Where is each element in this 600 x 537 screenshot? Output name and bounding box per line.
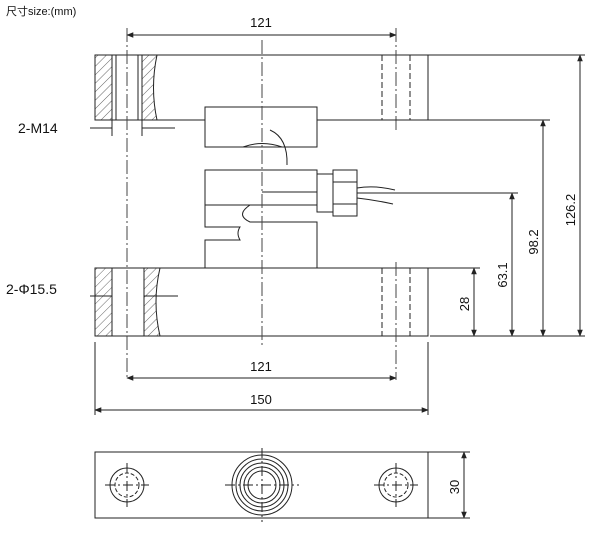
dim-label-28: 28 xyxy=(457,297,472,311)
centre-lines xyxy=(126,28,397,380)
dim-label-63-1: 63.1 xyxy=(495,262,510,287)
dim-28 xyxy=(428,267,480,337)
dim-98-2 xyxy=(317,119,550,337)
load-cell-body xyxy=(204,169,318,279)
dim-label-total-150: 150 xyxy=(250,392,272,407)
bottom-mounting-bar xyxy=(94,267,429,337)
dim-label-126-2: 126.2 xyxy=(563,194,578,227)
dim-126-2 xyxy=(428,54,585,337)
dim-label-bottom-121: 121 xyxy=(250,359,272,374)
plan-view xyxy=(94,448,470,522)
hole-callout: 2-Φ15.5 xyxy=(6,281,57,297)
dim-label-98-2: 98.2 xyxy=(526,229,541,254)
dim-label-top-121: 121 xyxy=(250,15,272,30)
dim-63-1 xyxy=(357,192,518,337)
dim-total-150 xyxy=(94,342,429,415)
load-cell-upper-block xyxy=(204,106,318,166)
cable-gland xyxy=(316,169,396,217)
units-caption: 尺寸size:(mm) xyxy=(6,6,77,18)
thread-callout: 2-M14 xyxy=(18,120,58,136)
leader-thread xyxy=(90,120,175,136)
dim-label-plan-30: 30 xyxy=(447,480,462,494)
